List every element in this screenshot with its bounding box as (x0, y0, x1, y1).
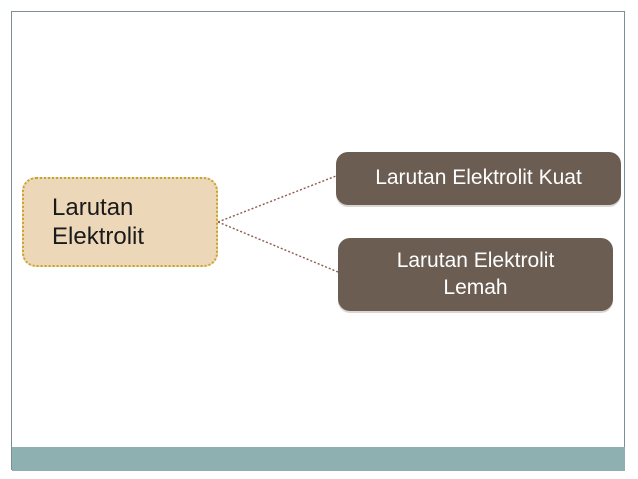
node-larutan-elektrolit-lemah[interactable]: Larutan Elektrolit Lemah (338, 238, 613, 311)
node-lemah-label: Larutan Elektrolit Lemah (396, 249, 555, 299)
node-larutan-elektrolit-kuat[interactable]: Larutan Elektrolit Kuat (336, 152, 621, 205)
node-root-label: Larutan Elektrolit (52, 193, 145, 250)
connector-to-kuat (217, 175, 337, 223)
footer-accent-bar (12, 447, 625, 471)
node-larutan-elektrolit[interactable]: Larutan Elektrolit (22, 177, 218, 267)
connector-to-lemah (217, 221, 339, 273)
node-kuat-label: Larutan Elektrolit Kuat (375, 166, 582, 190)
